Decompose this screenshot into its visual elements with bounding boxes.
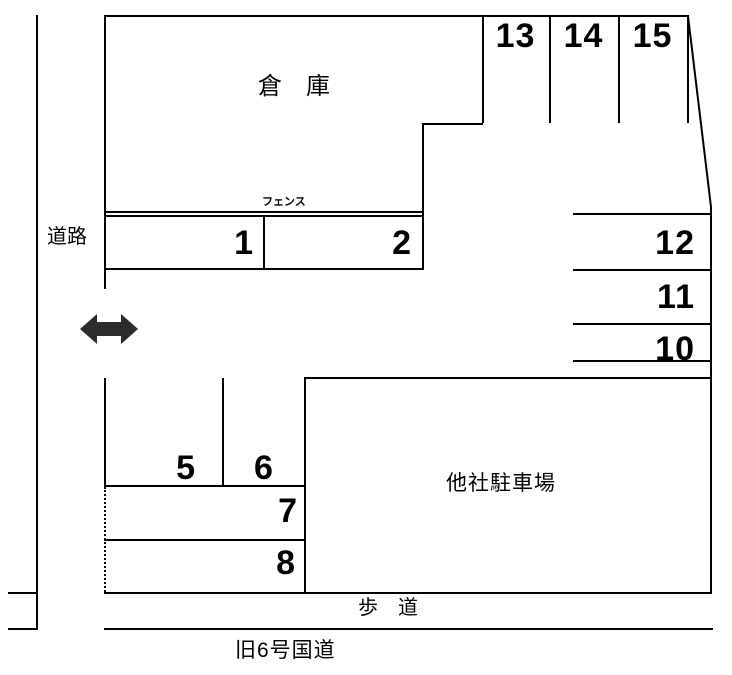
road-left-edge-line xyxy=(36,15,38,630)
left-stub-upper-line xyxy=(8,592,38,594)
space-number-7: 7 xyxy=(278,492,298,530)
space-number-14: 14 xyxy=(563,17,604,55)
space-number-8: 8 xyxy=(276,544,296,582)
space11-bottom-line xyxy=(573,323,712,325)
fence-label: フェンス xyxy=(262,196,306,208)
sidewalk-top-line xyxy=(104,592,712,594)
sidewalk-bottom-line xyxy=(104,628,713,630)
space15-right-line xyxy=(687,15,689,123)
space12-top-line xyxy=(573,213,712,215)
space12-bottom-line xyxy=(573,269,712,271)
warehouse-step-v-line xyxy=(422,123,424,270)
space13-14-divider-line xyxy=(549,15,551,123)
space-number-12: 12 xyxy=(655,224,695,262)
warehouse-step-h-line xyxy=(422,123,483,125)
fence-line-upper xyxy=(104,211,424,213)
space-number-6: 6 xyxy=(254,449,274,487)
space1-2-divider-line xyxy=(263,216,265,270)
space-number-13: 13 xyxy=(495,17,536,55)
space5-6-bottom-line xyxy=(104,485,306,487)
space14-15-divider-line xyxy=(618,15,620,123)
space13-left-line xyxy=(482,15,484,123)
space5-6-divider-line xyxy=(222,378,224,486)
site-top-wall-line xyxy=(104,15,689,17)
highway-label: 旧6号国道 xyxy=(235,639,336,662)
warehouse-label: 倉 庫 xyxy=(258,73,330,100)
other-parking-label: 他社駐車場 xyxy=(446,472,556,495)
space5-left-line xyxy=(104,378,106,486)
space7-8-dotted-left-line xyxy=(104,487,106,592)
space-number-2: 2 xyxy=(392,224,412,262)
space-number-11: 11 xyxy=(657,278,695,316)
space10-bottom-line xyxy=(573,360,712,362)
space1-2-bottom-line xyxy=(104,268,424,270)
space7-bottom-line xyxy=(104,539,306,541)
two-way-arrow-icon xyxy=(80,314,138,344)
space-number-1: 1 xyxy=(234,224,254,262)
left-stub-lower-line xyxy=(8,628,38,630)
boundary-diagonal-line xyxy=(687,15,712,208)
sidewalk-label: 歩 道 xyxy=(358,597,418,619)
site-right-wall-line xyxy=(710,207,712,593)
other-parking-top-line xyxy=(304,377,712,379)
space-number-5: 5 xyxy=(176,449,196,487)
site-left-wall-line xyxy=(104,15,106,289)
space-number-10: 10 xyxy=(655,330,695,368)
space-number-15: 15 xyxy=(632,17,673,55)
road-label: 道路 xyxy=(47,226,87,248)
